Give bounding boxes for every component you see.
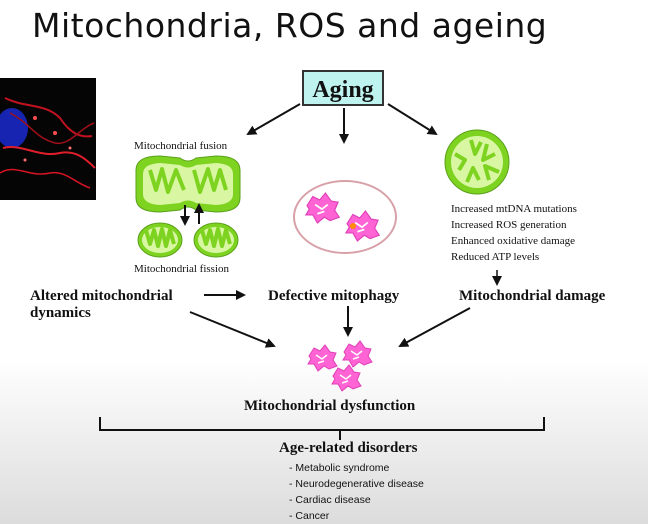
aging-box: Aging <box>302 70 384 106</box>
disorder-item: - Cancer <box>289 510 330 522</box>
fused-mitochondrion <box>135 155 241 213</box>
arrow-damage-to-dysfunction <box>398 307 471 347</box>
damage-effect-item: Enhanced oxidative damage <box>451 235 576 247</box>
mitophagy-fragment-1 <box>305 192 341 224</box>
disorders-title: Age-related disorders <box>279 440 418 456</box>
slide-title: Mitochondria, ROS and ageing <box>32 6 548 45</box>
microscopy-image <box>0 78 96 200</box>
mitophagy-vesicle <box>293 180 397 254</box>
damage-effect-item: Reduced ATP levels <box>451 251 540 263</box>
fusion-label: Mitochondrial fusion <box>134 140 228 152</box>
dysfunction-label: Mitochondrial dysfunction <box>244 398 416 414</box>
disorders-list: - Metabolic syndrome - Neurodegenerative… <box>289 460 424 524</box>
fission-label: Mitochondrial fission <box>134 263 230 275</box>
mitochondrial-damage-label: Mitochondrial damage <box>459 288 606 304</box>
arrow-dynamics-to-dysfunction <box>189 311 276 348</box>
fission-mitochondrion-right <box>192 221 240 259</box>
damage-effect-item: Increased mtDNA mutations <box>451 203 577 215</box>
altered-dynamics-line1: Altered mitochondrial <box>30 288 173 304</box>
defective-mitophagy-label: Defective mitophagy <box>268 288 400 304</box>
fission-mitochondrion-left <box>136 221 184 259</box>
damaged-mitochondrion <box>444 129 510 195</box>
arrow-aging-to-damage <box>387 103 438 136</box>
disorder-item: - Cardiac disease <box>289 494 371 506</box>
dysfunction-fragment-1 <box>307 344 338 372</box>
disorder-item: - Metabolic syndrome <box>289 462 390 474</box>
arrow-aging-to-fusion <box>246 103 301 135</box>
damage-effects-list: Increased mtDNA mutations Increased ROS … <box>451 201 577 265</box>
damage-effect-item: Increased ROS generation <box>451 219 567 231</box>
cell-fluorescence-image <box>0 78 96 200</box>
disorder-item: - Neurodegenerative disease <box>289 478 424 490</box>
dysfunction-fragment-2 <box>342 340 373 368</box>
altered-dynamics-line2: dynamics <box>30 305 91 321</box>
dysfunction-fragment-3 <box>331 364 362 392</box>
